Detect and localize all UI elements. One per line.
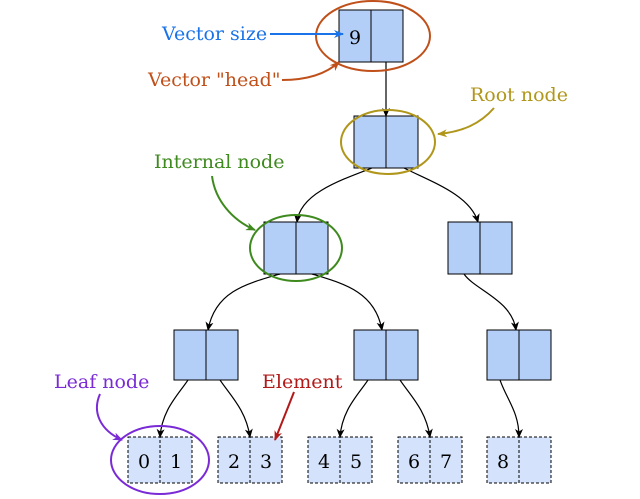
leaf-node-0: [127, 436, 193, 484]
edge-level3a-to-leaf0: [156, 379, 189, 438]
edge-level3b-to-leaf3: [399, 379, 433, 438]
root-node: [353, 115, 419, 169]
vector-head-label: Vector "head": [147, 69, 281, 91]
leaf-nodes: [127, 436, 552, 484]
level3-node-b: [353, 329, 419, 381]
leaf-node-4: [486, 436, 552, 484]
edge-root-to-internal-right: [403, 167, 480, 223]
leaf-node-arrow: [95, 393, 123, 441]
element-arrow: [274, 391, 295, 441]
leaf-element: 5: [350, 451, 362, 473]
level3-node-c: [486, 329, 552, 381]
tree-edges: [156, 62, 523, 438]
vector-size-value: 9: [349, 27, 361, 49]
leaf-element: 2: [228, 451, 240, 473]
leaf-node-2: [307, 436, 373, 484]
leaf-node-highlight: [110, 425, 210, 495]
root-node-arrow: [437, 107, 495, 138]
internal-node-label: Internal node: [154, 151, 284, 173]
edge-level3a-to-leaf1: [219, 379, 253, 438]
leaf-node-1: [217, 436, 283, 484]
edge-level3b-to-leaf2: [336, 379, 369, 438]
internal-node-right: [447, 221, 513, 275]
leaf-element: 6: [408, 451, 420, 473]
leaf-values: 0 1 2 3 4 5 6 7 8: [138, 451, 509, 473]
leaf-node-3: [397, 436, 463, 484]
edge-internal-to-level3-a: [205, 273, 281, 331]
leaf-element: 1: [170, 451, 182, 473]
leaf-element: 8: [497, 451, 509, 473]
leaf-element: 4: [318, 451, 330, 473]
edge-internal-to-level3-b: [311, 273, 385, 331]
root-node-highlight: [340, 109, 436, 175]
leaf-element: 3: [260, 451, 272, 473]
vector-head-node: 9: [338, 9, 404, 63]
internal-node-arrow: [211, 175, 256, 231]
element-label: Element: [262, 371, 343, 393]
level3-node-a: [173, 329, 239, 381]
leaf-node-label: Leaf node: [54, 371, 149, 393]
edge-level3c-to-leaf4: [499, 379, 523, 438]
internal-node-left: [263, 221, 329, 275]
vector-size-label: Vector size: [161, 23, 267, 45]
edge-right-to-level3-c: [463, 273, 519, 331]
vector-head-highlight: [315, 0, 431, 72]
leaf-element: 7: [440, 451, 452, 473]
edge-root-to-internal-left: [293, 167, 373, 223]
root-node-label: Root node: [470, 84, 568, 106]
leaf-element: 0: [138, 451, 150, 473]
internal-node-highlight: [249, 214, 343, 282]
vector-head-arrow: [281, 61, 340, 81]
